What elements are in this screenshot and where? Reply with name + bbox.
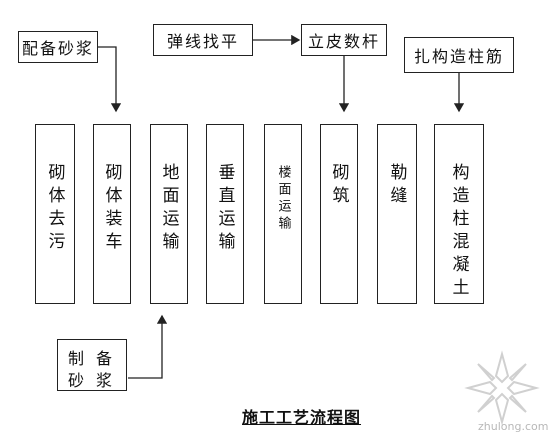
step-pointing: 勒缝 [377, 124, 417, 304]
diagram-title: 施工工艺流程图 [242, 408, 362, 427]
mortar-prep-bottom-box: 制 备 砂 浆 [57, 339, 127, 391]
step-pointing-label: 勒缝 [386, 163, 407, 209]
step-loading: 砌体装车 [93, 124, 131, 304]
bottom-box-char: 备 [96, 349, 113, 368]
step-wall-cleaning: 砌体去污 [35, 124, 75, 304]
step-column-concrete: 构造柱混凝土 [434, 124, 484, 304]
watermark-logo-icon [464, 350, 540, 426]
column-rebar-label: 扎构造柱筋 [413, 47, 504, 66]
step-column-concrete-label: 构造柱混凝土 [448, 163, 469, 301]
bottom-box-char: 砂 [68, 371, 85, 390]
snap-line-box: 弹线找平 [153, 24, 253, 56]
step-vertical-transport-label: 垂直运输 [214, 163, 235, 255]
column-rebar-box: 扎构造柱筋 [404, 37, 514, 73]
step-vertical-transport: 垂直运输 [206, 124, 244, 304]
step-masonry-label: 砌筑 [328, 163, 349, 209]
watermark-text: zhulong.com [478, 420, 549, 433]
mortar-prep-label: 配备砂浆 [21, 39, 94, 58]
step-ground-transport: 地面运输 [150, 124, 188, 304]
step-ground-transport-label: 地面运输 [158, 163, 179, 255]
arrow-bottom-to-ground [128, 314, 168, 379]
skin-rod-box: 立皮数杆 [301, 24, 387, 56]
bottom-box-char: 浆 [96, 371, 113, 390]
skin-rod-label: 立皮数杆 [307, 32, 380, 51]
step-floor-transport-label: 楼面运输 [275, 165, 291, 233]
bottom-box-char: 制 [68, 349, 85, 368]
step-loading-label: 砌体装车 [101, 163, 122, 255]
step-wall-cleaning-label: 砌体去污 [44, 163, 65, 255]
step-floor-transport: 楼面运输 [264, 124, 302, 304]
snap-line-label: 弹线找平 [166, 32, 239, 51]
step-masonry: 砌筑 [320, 124, 358, 304]
arrow-mortar-to-loading [98, 46, 122, 113]
mortar-prep-box: 配备砂浆 [18, 31, 98, 63]
